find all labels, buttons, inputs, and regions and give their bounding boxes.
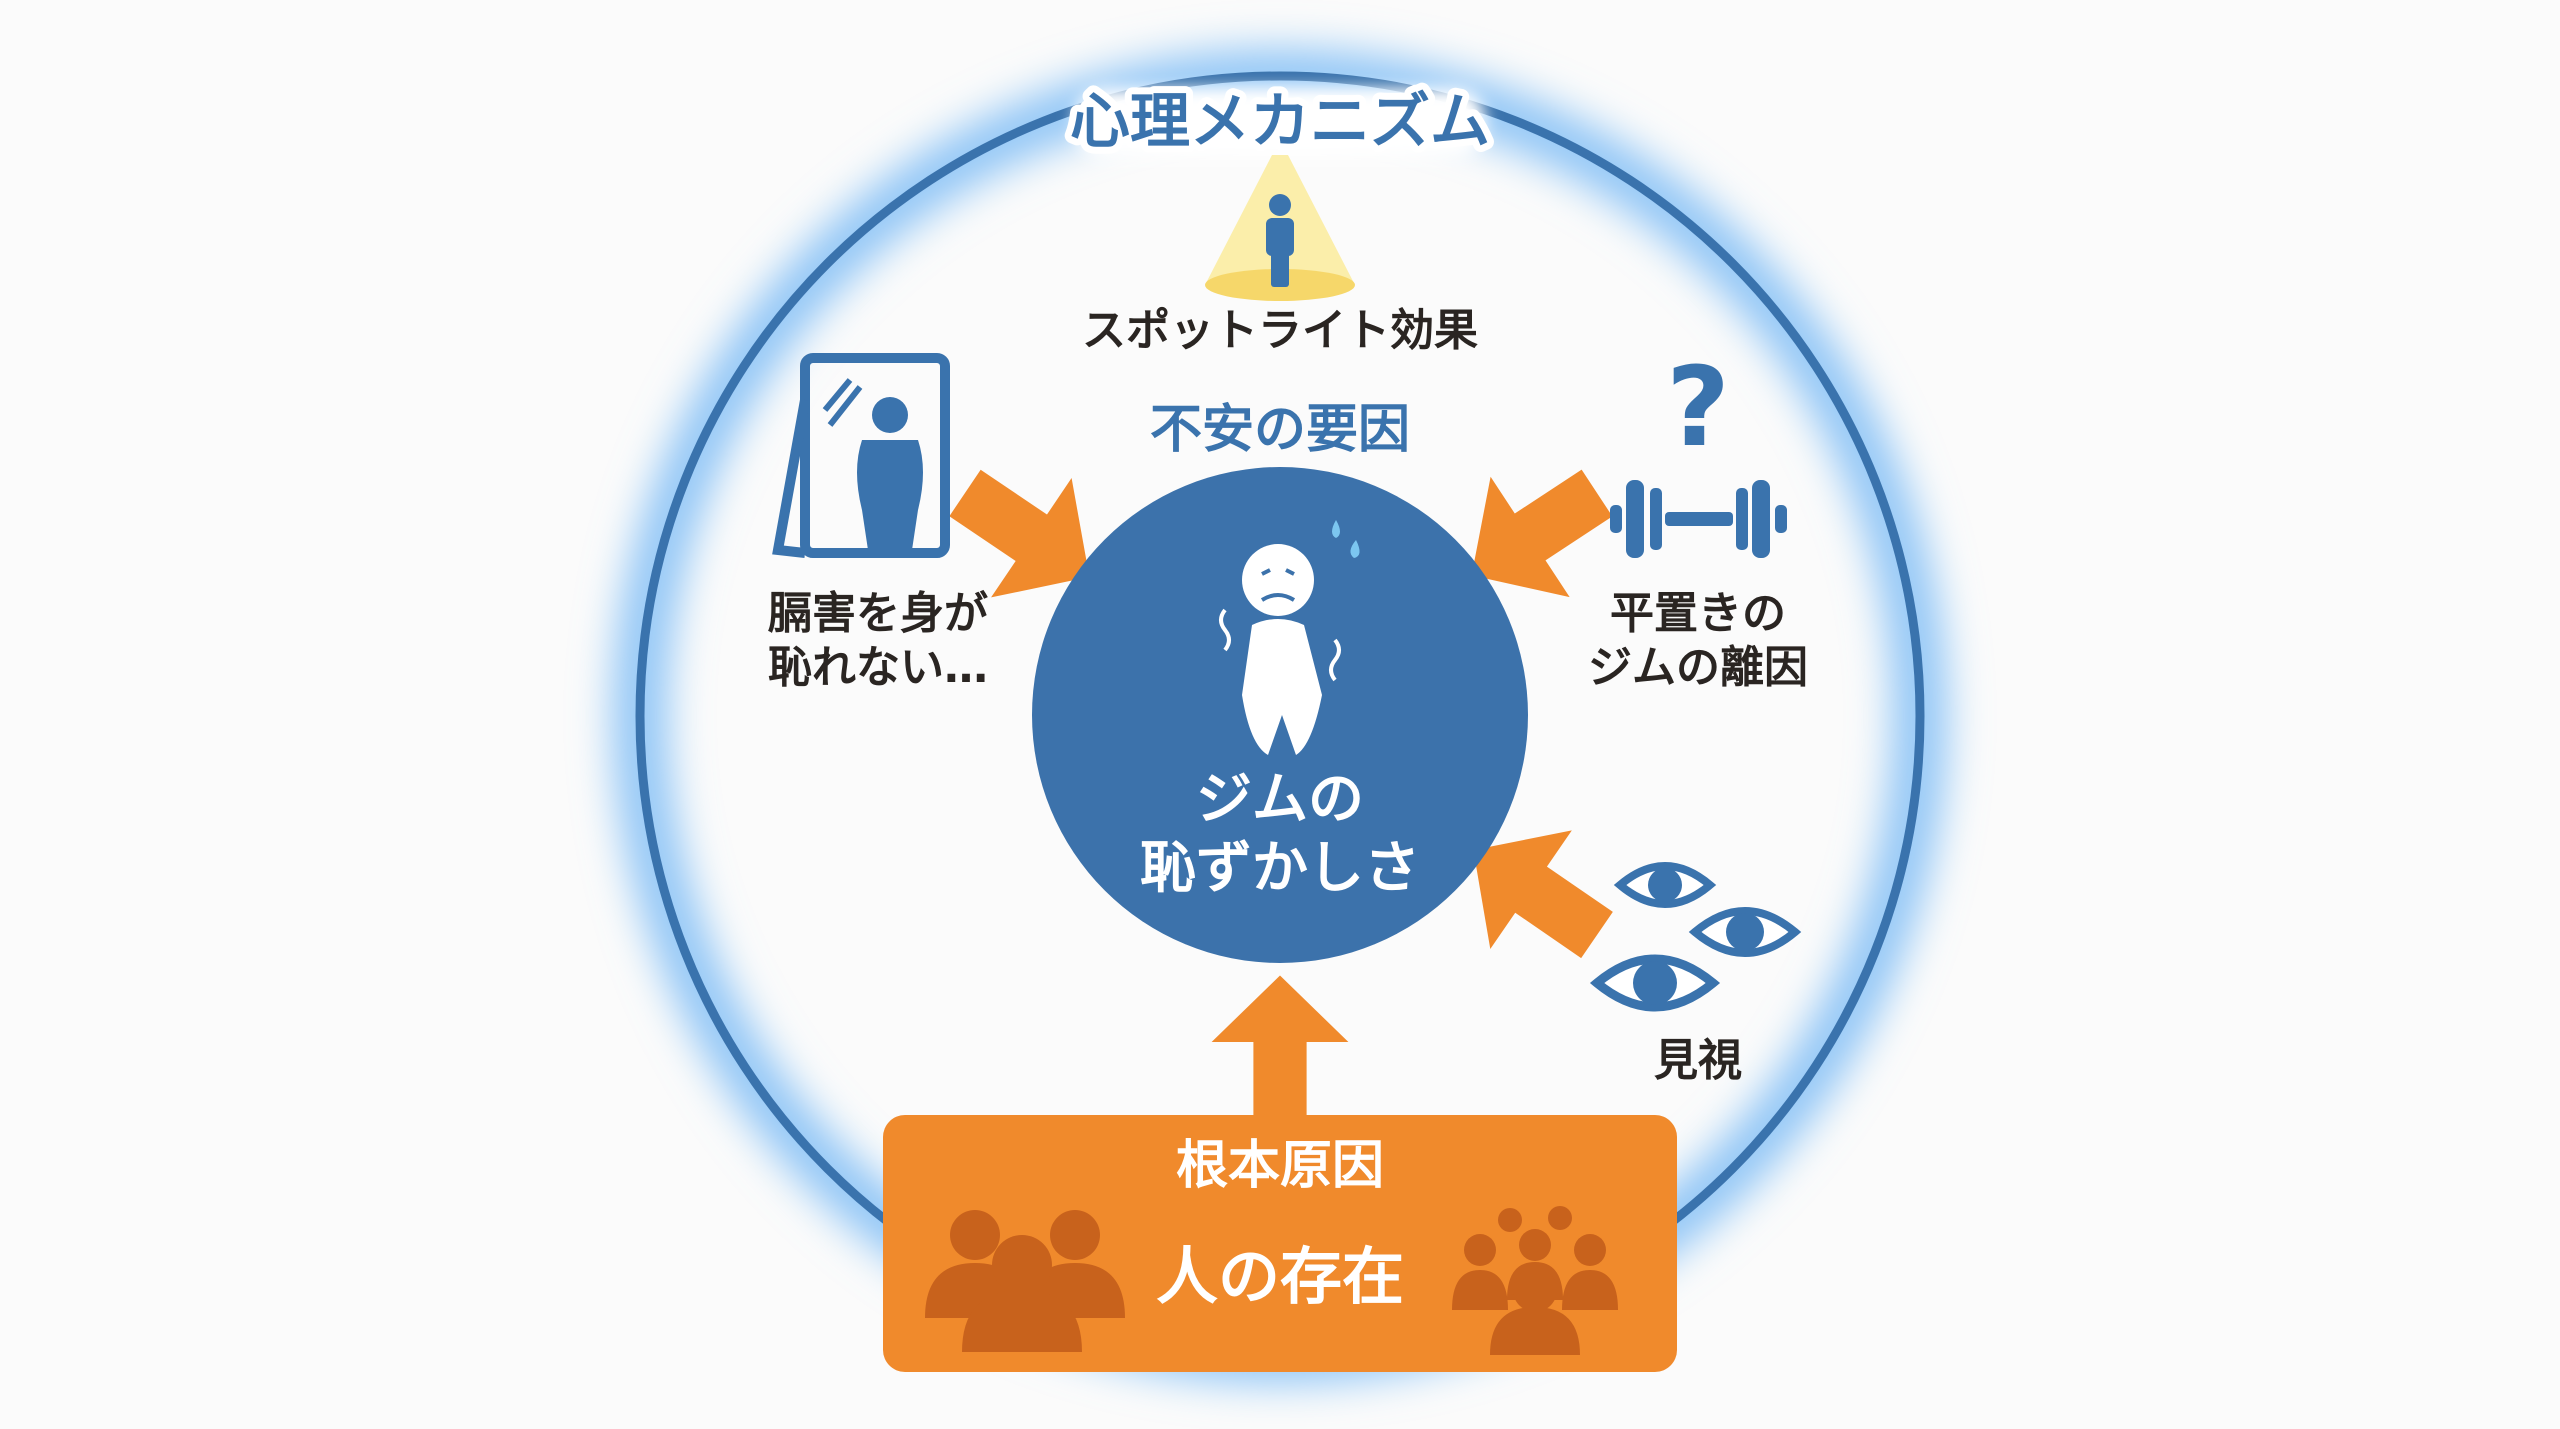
right-factor-line1: 平置きの [1610, 588, 1786, 639]
center-line2: 恥ずかしさ [1140, 836, 1420, 901]
question-dumbbell-icon: ? [1610, 343, 1787, 558]
diagram-title: 心理メカニズム [1070, 87, 1490, 157]
title-glow [1075, 88, 1485, 158]
spotlight-icon [1205, 155, 1355, 301]
left-factor-line2: 恥れない… [768, 642, 988, 693]
anxiety-header: 不安の要因 [1150, 400, 1410, 460]
center-line1: ジムの [1196, 767, 1364, 832]
root-cause-title: 根本原因 [1176, 1136, 1384, 1196]
root-cause-label: 人の存在 [1156, 1240, 1404, 1313]
spotlight-label: スポットライト効果 [1082, 305, 1478, 356]
title-group: 心理メカニズム [1063, 80, 1497, 164]
arrow-bottom [1211, 975, 1349, 1118]
left-factor-line1: 膈害を身が [767, 588, 988, 639]
eyes-label: 見視 [1654, 1035, 1742, 1086]
mirror-icon [772, 353, 950, 558]
crowd-icon [1452, 1206, 1618, 1355]
question-mark-icon: ? [1666, 343, 1730, 471]
eyes-icon [1589, 862, 1802, 1012]
right-factor-line2: ジムの離因 [1588, 642, 1808, 693]
people-group-icon [925, 1210, 1125, 1352]
nervous-person-icon [1219, 520, 1360, 755]
